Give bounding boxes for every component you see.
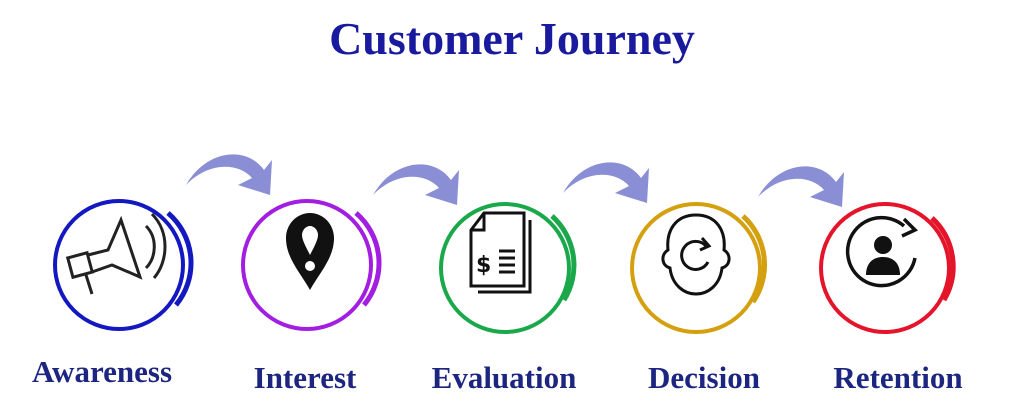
user-refresh-icon	[845, 215, 919, 288]
stage-label-awareness: Awareness	[31, 354, 173, 389]
interest-circle	[241, 199, 382, 331]
stage-label-decision: Decision	[648, 360, 760, 395]
awareness-circle	[53, 199, 194, 331]
retention-circle	[819, 202, 956, 334]
head-refresh-icon	[661, 213, 731, 296]
decision-circle	[630, 202, 768, 334]
svg-text:$: $	[476, 253, 491, 278]
stage-label-evaluation: Evaluation	[431, 360, 577, 395]
flow-arrow	[373, 164, 459, 205]
megaphone-icon	[65, 212, 167, 295]
stage-label-interest: Interest	[253, 360, 357, 395]
diagram-title: Customer Journey	[329, 13, 695, 64]
stage-label-retention: Retention	[833, 360, 963, 395]
invoice-document-icon: $	[469, 211, 532, 294]
flow-arrow	[758, 166, 844, 207]
flow-arrow	[186, 154, 272, 195]
evaluation-circle	[439, 202, 577, 334]
location-pin-icon	[286, 213, 334, 290]
flow-arrow	[563, 162, 649, 203]
